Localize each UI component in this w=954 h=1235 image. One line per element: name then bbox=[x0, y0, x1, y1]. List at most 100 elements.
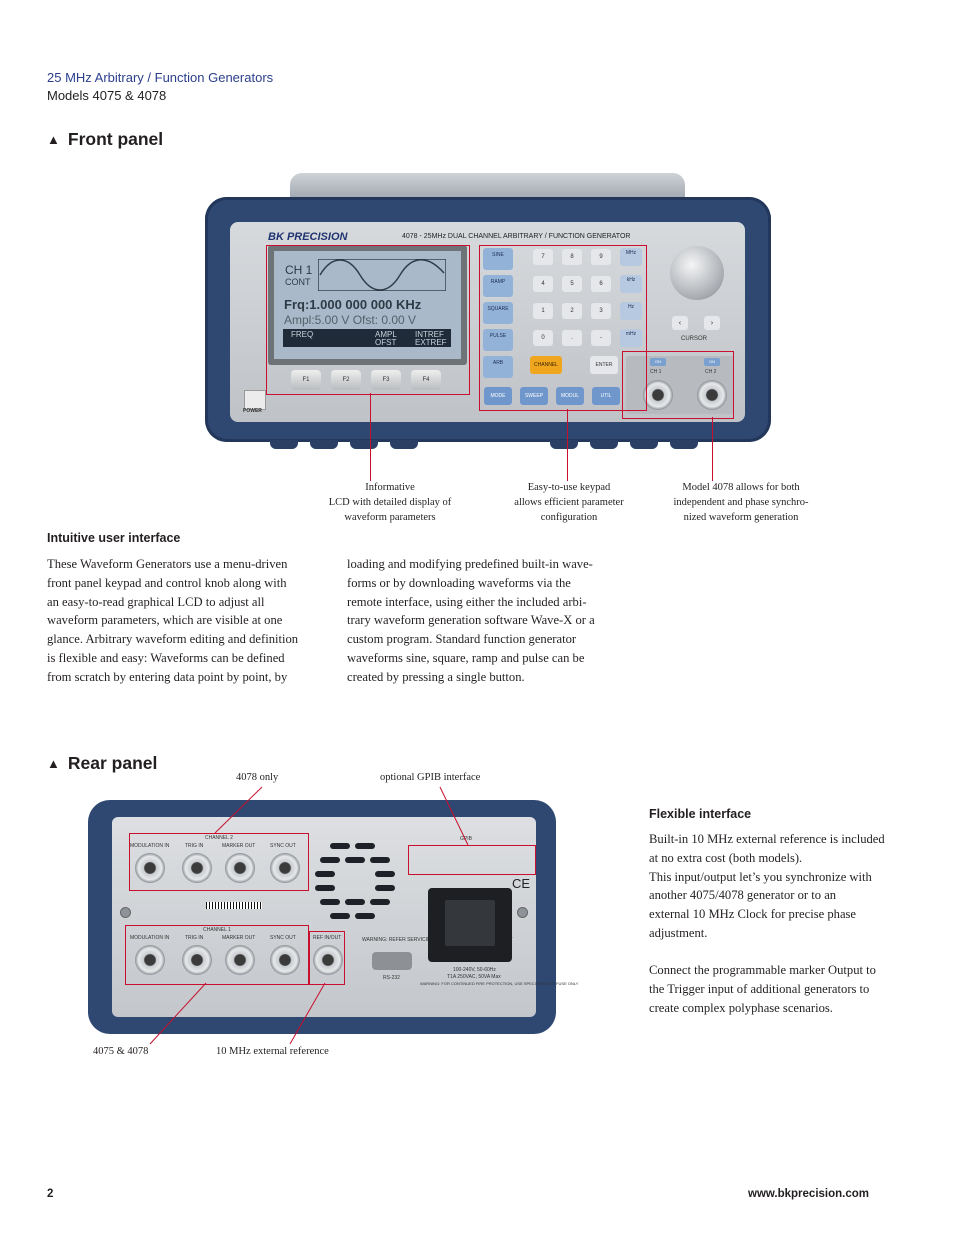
ch1-trig-in-label: TRIG IN bbox=[185, 935, 204, 941]
caption-line: allows efficient parameter bbox=[514, 497, 624, 508]
ch2-output-label: CH 2 bbox=[705, 369, 717, 375]
ce-mark: CE bbox=[512, 876, 531, 891]
key-channel: CHANNEL bbox=[530, 356, 562, 374]
cursor-left-icon: ‹ bbox=[672, 316, 688, 330]
ch2-marker-out-label: MARKER OUT bbox=[222, 843, 256, 849]
key-ramp: RAMP bbox=[483, 275, 513, 297]
control-knob bbox=[670, 246, 724, 300]
text-line: loading and modifying predefined built-i… bbox=[347, 557, 593, 571]
caption-line: LCD with detailed display of bbox=[328, 497, 452, 508]
text-line: custom program. Standard function genera… bbox=[347, 632, 577, 647]
lcd-channel: CH 1 bbox=[285, 263, 313, 277]
key-6: 6 bbox=[591, 276, 611, 292]
key-4: 4 bbox=[533, 276, 553, 292]
lcd-menu-ofst: OFST bbox=[375, 338, 397, 347]
caption-line: nized waveform generation bbox=[683, 512, 799, 523]
text-line: glance. Arbitrary waveform editing and d… bbox=[47, 632, 299, 647]
fuse-spec: T1A 250VAC, 50VA Max bbox=[447, 974, 501, 980]
series-title: 25 MHz Arbitrary / Function Generators bbox=[47, 70, 274, 85]
key-3: 3 bbox=[591, 303, 611, 319]
ref-inout-label: REF IN/OUT bbox=[313, 935, 342, 941]
ch1-mod-in-label: MODULATION IN bbox=[130, 935, 170, 941]
ch1-marker-out-bnc bbox=[225, 945, 255, 975]
fuse-warning: WARNING: FOR CONTINUED FIRE PROTECTION, … bbox=[420, 981, 579, 986]
caption-line: independent and phase synchro- bbox=[673, 497, 809, 508]
key-1: 1 bbox=[533, 303, 553, 319]
key-9: 9 bbox=[591, 249, 611, 265]
dual-channel-caption: Model 4078 allows for both independent a… bbox=[656, 480, 826, 525]
key-8: 8 bbox=[562, 249, 582, 265]
softkey-f3: F3 bbox=[371, 370, 401, 390]
text-line: Built-in 10 MHz external reference is in… bbox=[649, 832, 885, 846]
text-line: adjustment. bbox=[649, 925, 708, 940]
lcd-menu-intref: INTREF bbox=[415, 330, 444, 339]
keypad-callout-box bbox=[479, 245, 647, 411]
channel1-callout-box bbox=[125, 925, 309, 985]
caption-line: Informative bbox=[365, 482, 415, 493]
brand-logo: BK PRECISION bbox=[268, 231, 348, 243]
key-khz: kHz bbox=[620, 275, 642, 293]
key-5: 5 bbox=[562, 276, 582, 292]
ref-callout-box bbox=[309, 931, 345, 985]
rear-panel-title: Rear panel bbox=[67, 753, 158, 773]
footer-url[interactable]: www.bkprecision.com bbox=[748, 1188, 869, 1200]
lcd-mode: CONT bbox=[285, 277, 311, 287]
ch2-trig-in-bnc bbox=[182, 853, 212, 883]
front-panel-heading: ▲Front panel bbox=[47, 129, 163, 150]
ch2-on-indicator: ON bbox=[704, 358, 720, 366]
rs232-label: RS-232 bbox=[383, 975, 400, 981]
ch2-sync-out-label: SYNC OUT bbox=[270, 843, 296, 849]
text-line: the Trigger input of additional generato… bbox=[649, 981, 870, 996]
gpib-callout-box bbox=[408, 845, 536, 875]
text-line: external 10 MHz Clock for precise phase bbox=[649, 907, 857, 922]
keypad-callout-line bbox=[567, 409, 568, 481]
lcd-callout-box bbox=[266, 245, 470, 395]
triangle-icon: ▲ bbox=[47, 756, 60, 771]
text-line: create complex polyphase scenarios. bbox=[649, 1000, 833, 1015]
key-2: 2 bbox=[562, 303, 582, 319]
cursor-label: CURSOR bbox=[681, 336, 708, 342]
key-arb: ARB bbox=[483, 356, 513, 378]
power-label: POWER bbox=[243, 408, 262, 414]
ch1-bnc-connector bbox=[643, 380, 673, 410]
lcd-menu-extref: EXTREF bbox=[415, 338, 447, 347]
softkey-f1: F1 bbox=[291, 370, 321, 390]
text-line: forms or by downloading waveforms via th… bbox=[347, 575, 571, 590]
key-7: 7 bbox=[533, 249, 553, 265]
power-inlet-socket bbox=[445, 900, 495, 946]
key-hz: Hz bbox=[620, 302, 642, 320]
flexible-paragraph-2: Connect the programmable marker Output t… bbox=[649, 961, 919, 1017]
power-spec: 100-240V, 50-60Hz bbox=[453, 967, 496, 973]
keypad-caption: Easy-to-use keypad allows efficient para… bbox=[494, 480, 644, 525]
channel2-callout-box bbox=[129, 833, 309, 891]
gpib-label: GPIB bbox=[460, 836, 472, 842]
ch1-sync-out-bnc bbox=[270, 945, 300, 975]
key-dot: . bbox=[562, 330, 582, 346]
lcd-caption: Informative LCD with detailed display of… bbox=[310, 480, 470, 525]
text-line: from scratch by entering data point by p… bbox=[47, 669, 288, 684]
channel1-label: CHANNEL 1 bbox=[203, 927, 231, 933]
text-line: an easy-to-read graphical LCD to adjust … bbox=[47, 594, 265, 609]
screw-icon bbox=[120, 907, 131, 918]
text-line: waveform parameters, which are visible a… bbox=[47, 613, 283, 628]
ch2-mod-in-label: MODULATION IN bbox=[130, 843, 170, 849]
gpib-callout: optional GPIB interface bbox=[380, 772, 481, 783]
lcd-frequency: Frq:1.000 000 000 KHz bbox=[284, 297, 422, 312]
caption-line: configuration bbox=[540, 512, 598, 523]
ch1-marker-out-label: MARKER OUT bbox=[222, 935, 256, 941]
sine-wave-graphic bbox=[318, 259, 446, 291]
ch2-sync-out-bnc bbox=[270, 853, 300, 883]
key-enter: ENTER bbox=[590, 356, 618, 374]
front-panel-title: Front panel bbox=[67, 129, 164, 149]
key-util: UTIL bbox=[592, 387, 620, 405]
text-line: This input/output let’s you synchronize … bbox=[649, 869, 872, 884]
flexible-heading: Flexible interface bbox=[649, 807, 752, 821]
ext-ref-callout: 10 MHz external reference bbox=[216, 1046, 329, 1057]
softkey-f2: F2 bbox=[331, 370, 361, 390]
text-line: another 4075/4078 generator or to an bbox=[649, 888, 837, 903]
barcode bbox=[206, 902, 262, 909]
key-0: 0 bbox=[533, 330, 553, 346]
key-mode: MODE bbox=[484, 387, 512, 405]
ch1-trig-in-bnc bbox=[182, 945, 212, 975]
ch1-on-indicator: ON bbox=[650, 358, 666, 366]
